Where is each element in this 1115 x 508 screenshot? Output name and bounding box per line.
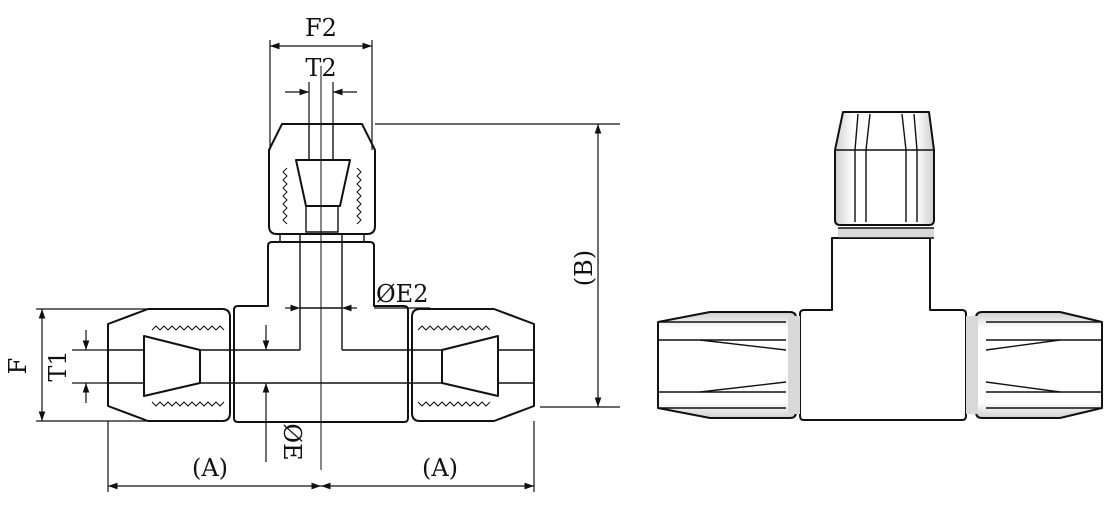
label-f2: F2 [305,14,337,42]
label-e2: ØE2 [376,280,428,308]
right-nut-section [411,308,535,422]
dim-t1: T1 [44,330,108,403]
label-a-left: (A) [192,454,228,482]
dim-t2: T2 [285,54,357,124]
dim-e: ØE [262,325,306,462]
left-nut-external [657,311,797,419]
right-collar [966,316,978,414]
dim-a: (A) (A) [107,421,535,492]
label-t2: T2 [305,54,336,82]
left-nut-section [107,308,231,422]
left-collar [788,316,800,414]
dim-b: (B) [375,123,620,408]
top-nut-external [834,111,935,239]
label-t1: T1 [44,350,72,381]
dim-e2: ØE2 [285,280,430,312]
top-nut-section [268,123,376,242]
label-b: (B) [570,250,598,286]
dim-f: F [4,308,148,422]
external-view [657,111,1103,421]
label-e: ØE [278,423,306,460]
section-view: F2 T2 (B) ØE2 F [4,14,620,492]
dim-f2: F2 [269,14,373,150]
tee-body-external [799,237,967,421]
label-a-right: (A) [422,454,458,482]
label-f: F [4,358,32,375]
right-nut-external [975,311,1103,419]
